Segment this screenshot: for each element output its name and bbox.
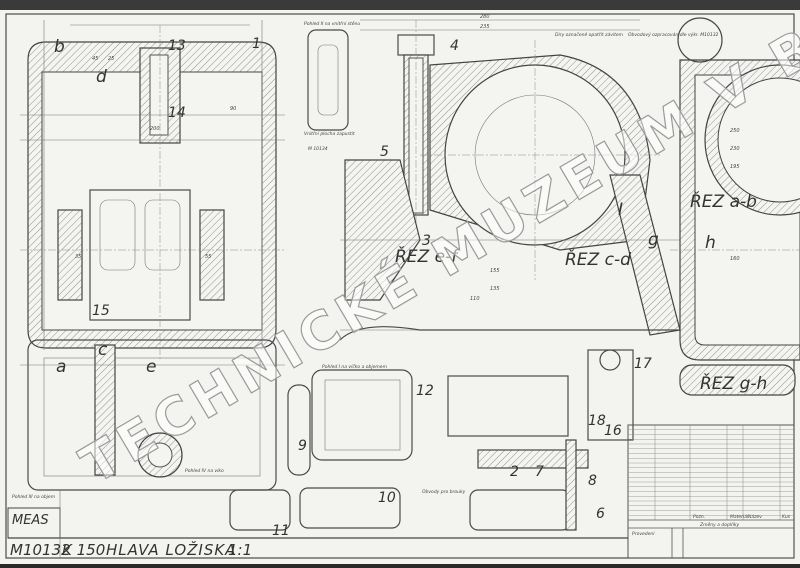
- view-letter-c: c: [98, 340, 108, 360]
- dimension: 280: [480, 14, 490, 20]
- section-label-a-b: ŘEZ a-b: [690, 190, 757, 212]
- bolt-section: [397, 20, 435, 240]
- view-letter-d: d: [96, 67, 107, 87]
- view-letter-e: e: [146, 357, 156, 377]
- dimension: 155: [490, 268, 500, 274]
- part-number: 18: [588, 413, 606, 429]
- view-letter-i: I: [618, 200, 623, 220]
- section-label-c-d: ŘEZ c-d: [565, 248, 631, 270]
- section-c-d: [339, 19, 700, 341]
- parts-list-table: Provedení Změny a doplňky Pozn. Materiál…: [627, 424, 795, 559]
- part-number: 13: [168, 38, 186, 54]
- note: Pohled IV na víko: [185, 467, 224, 474]
- parts-list-header: Název: [748, 513, 762, 520]
- section-a-b: [670, 17, 800, 396]
- note: Pohled I na víčko a objemem: [322, 363, 388, 370]
- part-number: 8: [588, 473, 597, 489]
- part-number: 4: [450, 38, 459, 54]
- dimension: 250: [730, 128, 740, 134]
- front-view: [20, 20, 285, 360]
- note: Obvodový ozpracován dle výkr. M10132: [628, 31, 719, 38]
- part-number: 7: [535, 464, 544, 480]
- parts-list-header: Materiál: [730, 513, 749, 520]
- dimension-labels: 280 235 200 250 230 195 160 155 135 110 …: [75, 14, 740, 302]
- part-number: 12: [416, 383, 434, 399]
- parts-list-footer-mid: Změny a doplňky: [699, 521, 740, 528]
- note: Díry označené opatřit závitem: [555, 31, 624, 38]
- part-number-callouts: 1 2 3 4 5 6 7 8 9 10 11 12 13 14 15 16 1…: [92, 36, 652, 539]
- part-number: 1: [252, 36, 261, 52]
- view-letter-b: b: [54, 37, 65, 57]
- dimension: 160: [730, 256, 740, 262]
- parts-list-header: Kus: [782, 514, 791, 520]
- note: M 10134: [308, 146, 328, 152]
- dimension: 25: [108, 56, 114, 62]
- bottom-view: [20, 339, 285, 491]
- part-name: HLAVA LOŽISKA: [106, 540, 236, 559]
- company-name: MEAS: [12, 513, 49, 528]
- part-number: 2: [510, 464, 519, 480]
- dimension: 235: [480, 24, 490, 30]
- part-number: 6: [596, 506, 605, 522]
- part-number: 15: [92, 303, 110, 319]
- dimension: 45: [92, 56, 98, 62]
- view-letter-g: g: [648, 230, 659, 250]
- part-number: 14: [168, 105, 186, 121]
- dimension: 55: [205, 254, 211, 260]
- section-label-g-h: ŘEZ g-h: [700, 372, 767, 394]
- dimension: 35: [75, 254, 81, 260]
- title-block: MEAS M10132 K 150 HLAVA LOŽISKA 1:1: [7, 490, 628, 559]
- note: Pohled II na vnitřní stěnu: [304, 20, 360, 27]
- machine-type: K 150: [62, 541, 105, 559]
- section-label-e-f: ŘEZ e-f: [395, 245, 460, 267]
- drawing-number: M10132: [10, 541, 71, 559]
- drawing-notes: Pohled II na vnitřní stěnu Pohled III na…: [12, 20, 719, 500]
- dimension: 195: [730, 164, 740, 170]
- part-number: 16: [604, 423, 622, 439]
- part-number: 10: [378, 490, 396, 506]
- view-letter-a: a: [56, 357, 66, 377]
- part-number: 9: [298, 438, 307, 454]
- dimension: 230: [730, 146, 740, 152]
- dimension: 200: [150, 126, 160, 132]
- detail-views: [229, 29, 634, 531]
- part-number: 5: [380, 144, 389, 160]
- note: Vnitřní plocha zapustit: [304, 130, 355, 137]
- dimension: 135: [490, 286, 500, 292]
- note: Pohled III na objem: [12, 494, 56, 500]
- part-number: 17: [634, 356, 652, 372]
- dimension: 110: [470, 296, 480, 302]
- view-letter-h: h: [705, 233, 716, 253]
- parts-list-header: Pozn.: [693, 514, 705, 520]
- note: Obvody pro brouky: [422, 489, 466, 495]
- parts-list-footer-left: Provedení: [632, 530, 655, 537]
- part-number: 3: [422, 233, 431, 249]
- dimension: 90: [230, 106, 236, 112]
- drawing-scale: 1:1: [228, 541, 252, 559]
- part-number: 11: [272, 523, 290, 539]
